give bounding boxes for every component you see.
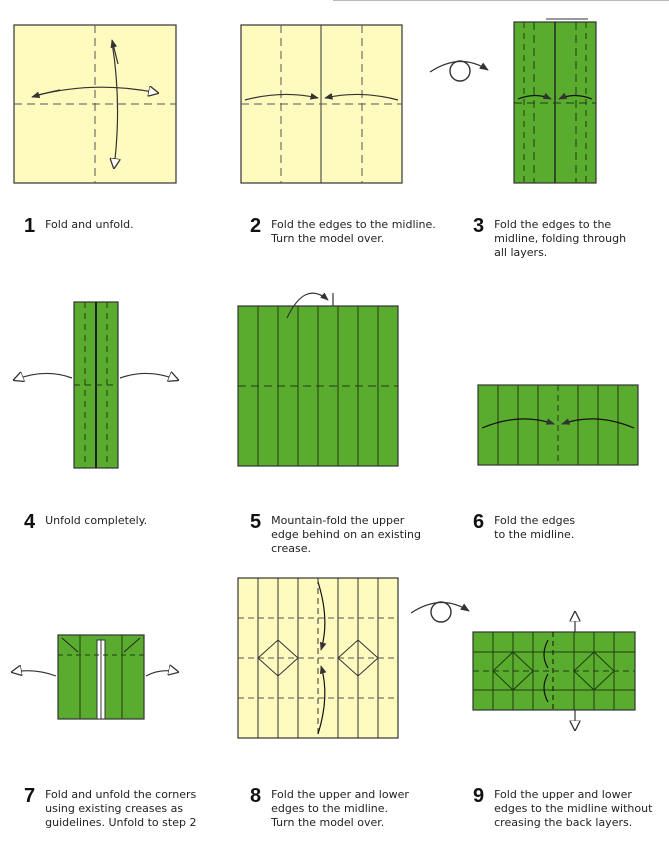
step-text-line: edges to the midline without — [494, 802, 653, 815]
step-number: 1 — [24, 215, 36, 237]
step-7-figure — [12, 634, 178, 720]
step-text-line: Fold the edges to the — [494, 218, 612, 231]
step-number: 3 — [473, 215, 485, 237]
step-text-line: edge behind on an existing — [271, 528, 421, 541]
step-text: Fold and unfold. — [45, 218, 133, 232]
step-number: 8 — [250, 785, 262, 807]
step-text: Fold the upper and lower edges to the mi… — [494, 788, 652, 830]
step-text: Fold and unfold the corners using existi… — [45, 788, 196, 830]
step-text-line: Fold the edges — [494, 514, 576, 527]
top-border-line — [333, 0, 669, 1]
step-text-line: Unfold completely. — [45, 514, 148, 527]
step-text-line: Fold the upper and lower — [494, 788, 632, 801]
unfold-arrow-right — [145, 671, 178, 677]
unfold-arrow-right — [119, 373, 178, 380]
step-text-line: Mountain-fold the upper — [271, 514, 405, 527]
step-1-figure — [13, 24, 177, 184]
step-text-line: creasing the back layers. — [494, 816, 633, 829]
step-7-caption: 7 Fold and unfold the corners using exis… — [24, 786, 196, 830]
step-5-caption: 5 Mountain-fold the upper edge behind on… — [250, 512, 421, 556]
turn-over-icon — [429, 60, 489, 82]
fold-unfold-vertical-arrow-back — [110, 39, 119, 65]
step-text-line: to the midline. — [494, 528, 575, 541]
fold-arrow-left — [244, 93, 319, 101]
step-text-line: Turn the model over. — [271, 232, 385, 245]
step-number: 4 — [24, 511, 36, 533]
step-8-caption: 8 Fold the upper and lower edges to the … — [250, 786, 409, 830]
step-text-line: edges to the midline. — [271, 802, 389, 815]
step-6-caption: 6 Fold the edges to the midline. — [473, 512, 575, 542]
step-3-caption: 3 Fold the edges to the midline, folding… — [473, 216, 626, 260]
step-text: Fold the edges to the midline, folding t… — [494, 218, 626, 260]
step-text-line: Fold the upper and lower — [271, 788, 409, 801]
step-number: 6 — [473, 511, 485, 533]
turn-over-icon — [410, 601, 470, 623]
step-2-caption: 2 Fold the edges to the midline. Turn th… — [250, 216, 436, 246]
step-1-caption: 1 Fold and unfold. — [24, 216, 134, 236]
step-2-figure — [240, 24, 403, 184]
step-text: Mountain-fold the upper edge behind on a… — [271, 514, 421, 556]
step-text: Fold the upper and lower edges to the mi… — [271, 788, 409, 830]
step-text-line: all layers. — [494, 246, 548, 259]
step-number: 9 — [473, 785, 485, 807]
step-text: Fold the edges to the midline. Turn the … — [271, 218, 436, 246]
step-number: 5 — [250, 511, 262, 533]
step-4-caption: 4 Unfold completely. — [24, 512, 147, 532]
step-6-figure — [477, 384, 639, 466]
unfold-arrow-left — [14, 373, 73, 380]
step-3-figure — [513, 18, 597, 184]
step-number: 7 — [24, 785, 36, 807]
mountain-fold-arrow — [286, 292, 329, 319]
step-text-line: Fold and unfold. — [45, 218, 134, 231]
step-text-line: guidelines. Unfold to step 2 — [45, 816, 197, 829]
fold-arrow-right — [324, 93, 399, 101]
step-text: Unfold completely. — [45, 514, 147, 528]
step-text-line: Turn the model over. — [271, 816, 385, 829]
fold-unfold-horizontal-arrow-back — [31, 89, 61, 98]
step-text-line: Fold the edges to the midline. — [271, 218, 436, 231]
step-text-line: Fold and unfold the corners — [45, 788, 197, 801]
step-5-figure — [237, 292, 399, 467]
step-text: Fold the edges to the midline. — [494, 514, 575, 542]
unfold-arrow-left — [12, 671, 57, 676]
fold-unfold-vertical-arrow — [112, 41, 118, 168]
step-9-figure — [472, 612, 636, 730]
step-9-caption: 9 Fold the upper and lower edges to the … — [473, 786, 652, 830]
step-4-figure — [14, 301, 178, 469]
step-text-line: midline, folding through — [494, 232, 627, 245]
step-text-line: crease. — [271, 542, 311, 555]
step-text-line: using existing creases as — [45, 802, 184, 815]
step-8-figure — [237, 577, 399, 739]
step-number: 2 — [250, 215, 262, 237]
